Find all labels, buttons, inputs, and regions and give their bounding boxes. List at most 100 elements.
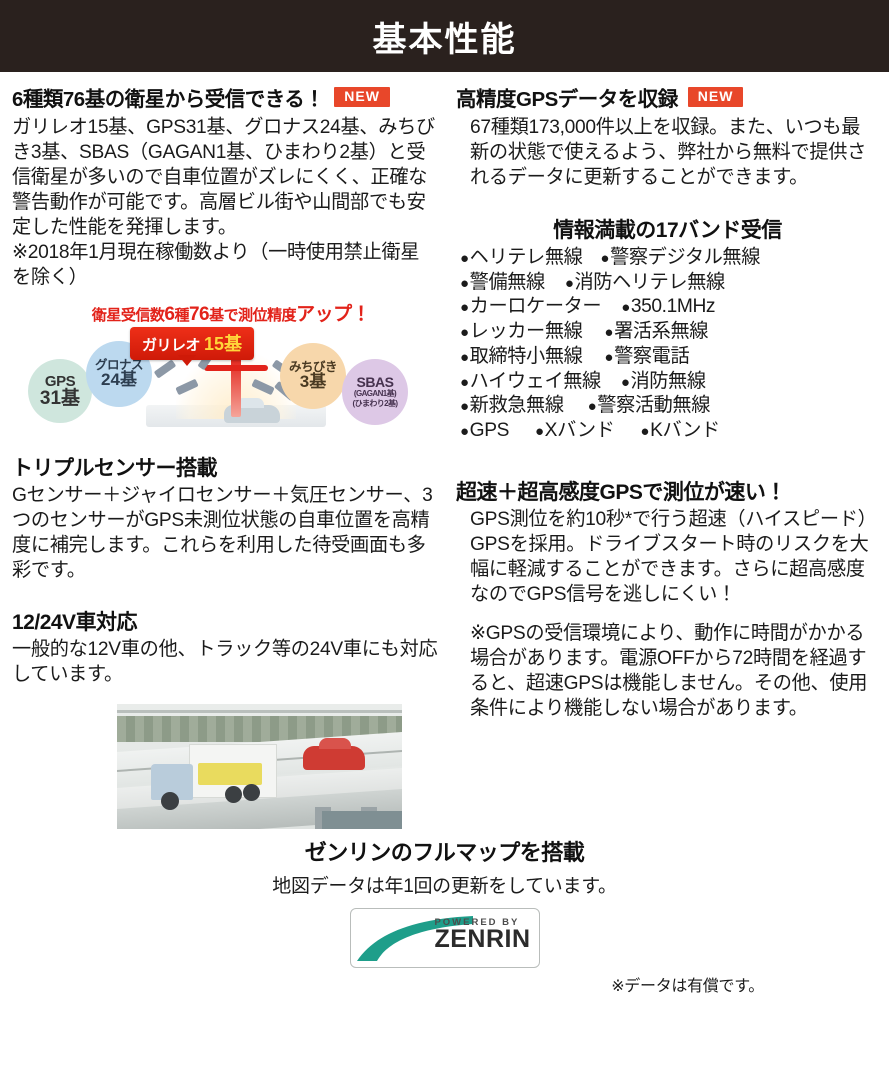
- band-item: ●350.1MHz: [621, 295, 715, 320]
- zenrin-swoosh-icon: [356, 916, 473, 962]
- bullet-icon: ●: [604, 348, 614, 366]
- band-item: ●署活系無線: [604, 320, 708, 345]
- gps-data-section-paragraph: 67種類173,000件以上を収録。また、いつも最新の状態で使えるよう、弊社から…: [470, 117, 867, 188]
- left-column: 6種類76基の衛星から受信できる！ NEW ガリレオ15基、GPS31基、グロナ…: [0, 72, 448, 830]
- band-label: 署活系無線: [614, 321, 709, 343]
- infographic-title-mid2: 基で測位精度: [209, 306, 297, 324]
- band-item: ●Xバンド: [535, 419, 615, 444]
- band-item: ●レッカー無線: [460, 320, 583, 345]
- infographic-title-end: アップ！: [296, 303, 371, 325]
- band-section-heading: 情報満載の17バンド受信: [553, 218, 782, 242]
- band-item: ●消防ヘリテレ無線: [565, 271, 725, 296]
- band-item: ●GPS: [460, 419, 509, 444]
- photo-red-car: [303, 738, 365, 771]
- zenrin-footer-note: ※データは有償です。: [611, 978, 764, 996]
- bullet-icon: ●: [460, 274, 469, 292]
- photo-truck-wheel: [243, 784, 260, 802]
- band-item: ●Kバンド: [640, 419, 720, 444]
- voltage-paragraph: 一般的な12V車の他、トラック等の24V車にも対応しています。: [12, 639, 438, 686]
- photo-water: [322, 811, 402, 830]
- fast-gps-note: ※GPSの受信環境により、動作に時間がかかる場合があります。電源OFFから72時…: [470, 622, 868, 719]
- gps-data-section-heading: 高精度GPSデータを収録: [456, 88, 678, 111]
- band-item: ●ハイウェイ無線: [460, 370, 601, 395]
- bullet-icon: ●: [621, 299, 630, 317]
- photo-guardrail: [117, 710, 402, 714]
- satellite-infographic: 衛星受信数6種76基で測位精度アップ！ GPS 31基: [26, 299, 436, 429]
- triple-sensor-heading: トリプルセンサー搭載: [12, 456, 218, 480]
- band-label: ハイウェイ無線: [469, 370, 602, 392]
- satellite-icon: [153, 359, 177, 379]
- band-item: ●新救急無線: [460, 394, 564, 419]
- band-label: 消防無線: [630, 370, 706, 392]
- antenna-arm-icon: [204, 364, 268, 371]
- page-header: 基本性能: [0, 0, 889, 72]
- band-row: ●GPS ●Xバンド ●Kバンド: [460, 419, 879, 444]
- band-row: ●取締特小無線 ●警察電話: [460, 345, 879, 370]
- galileo-banner-tail-icon: [178, 354, 196, 366]
- band-label: Kバンド: [650, 420, 720, 442]
- satellite-section-note: ※2018年1月現在稼働数より（一時使用禁止衛星を除く）: [12, 241, 420, 288]
- bubble-glonass-name: グロナス: [94, 357, 144, 372]
- band-label: Xバンド: [544, 420, 615, 442]
- galileo-count: 15基: [204, 333, 243, 354]
- bullet-icon: ●: [620, 373, 630, 391]
- bullet-icon: ●: [640, 423, 650, 441]
- satellite-section-heading: 6種類76基の衛星から受信できる！: [12, 88, 325, 111]
- band-label: 警察電話: [614, 345, 690, 367]
- bubble-sbas-name: SBAS: [356, 373, 394, 390]
- highway-truck-photo: [117, 704, 402, 830]
- band-row: ●警備無線 ●消防ヘリテレ無線: [460, 271, 879, 296]
- triple-sensor-paragraph: Gセンサー＋ジャイロセンサー＋気圧センサー、3つのセンサーがGPS未測位状態の自…: [12, 484, 433, 581]
- band-item: ●カーロケーター: [460, 295, 602, 320]
- band-row: ●ハイウェイ無線 ●消防無線: [460, 370, 879, 395]
- bubble-michibiki-name: みちびき: [288, 359, 338, 374]
- band-label: レッカー無線: [469, 321, 583, 343]
- bullet-icon: ●: [460, 373, 469, 391]
- new-badge-satellite: NEW: [334, 86, 390, 108]
- zenrin-brand-name: ZENRIN: [434, 925, 531, 954]
- band-item: ●取締特小無線: [460, 345, 583, 370]
- band-label: 警備無線: [469, 271, 546, 293]
- band-row: ●レッカー無線 ●署活系無線: [460, 320, 879, 345]
- band-list: ●ヘリテレ無線 ●警察デジタル無線 ●警備無線 ●消防ヘリテレ無線 ●カーロケー…: [460, 246, 879, 444]
- photo-truck-wheel: [161, 792, 179, 811]
- bubble-sbas-sub1: (GAGAN1基): [353, 388, 397, 398]
- zenrin-footer-subtitle: 地図データは年1回の更新をしています。: [272, 876, 617, 898]
- satellite-section-header: 6種類76基の衛星から受信できる！ NEW: [12, 82, 438, 112]
- band-row: ●新救急無線 ●警察活動無線: [460, 394, 879, 419]
- new-badge-gps-data: NEW: [687, 86, 744, 108]
- antenna-tower-icon: [231, 356, 241, 417]
- infographic-title-big2: 76: [188, 303, 210, 325]
- bubble-michibiki-count: 3基: [299, 372, 327, 392]
- voltage-heading: 12/24V車対応: [12, 611, 138, 635]
- zenrin-logo-text: POWERED BY ZENRIN: [434, 917, 530, 952]
- bullet-icon: ●: [460, 423, 469, 441]
- band-row: ●カーロケーター ●350.1MHz: [460, 295, 879, 320]
- band-label: 350.1MHz: [630, 296, 716, 318]
- satellite-section-paragraph: ガリレオ15基、GPS31基、グロナス24基、みちびき3基、SBAS（GAGAN…: [12, 117, 435, 238]
- infographic-title-big1: 6: [164, 303, 175, 325]
- band-row: ●ヘリテレ無線 ●警察デジタル無線: [460, 246, 879, 271]
- bullet-icon: ●: [587, 398, 597, 416]
- band-label: 警察活動無線: [597, 395, 711, 417]
- content-area: 6種類76基の衛星から受信できる！ NEW ガリレオ15基、GPS31基、グロナ…: [0, 72, 889, 830]
- band-item: ●警備無線: [460, 271, 545, 296]
- bullet-icon: ●: [564, 274, 574, 292]
- fast-gps-heading: 超速＋超高感度GPSで測位が速い！: [456, 480, 786, 504]
- band-label: GPS: [469, 420, 510, 442]
- galileo-name: ガリレオ: [142, 336, 201, 354]
- bubble-glonass-count: 24基: [101, 370, 137, 390]
- fast-gps-paragraph: GPS測位を約10秒*で行う超速（ハイスピード）GPSを採用。ドライブスタート時…: [470, 508, 877, 605]
- infographic-title-mid1: 種: [174, 306, 189, 324]
- bubble-sbas-sub2: (ひまわり2基): [352, 398, 399, 408]
- zenrin-footer: ゼンリンのフルマップを搭載 地図データは年1回の更新をしています。 POWERE…: [0, 835, 889, 996]
- bubble-gps-count: 31基: [39, 387, 81, 409]
- infographic-title: 衛星受信数6種76基で測位精度アップ！: [26, 299, 436, 326]
- bubble-gps: GPS 31基: [28, 358, 92, 423]
- page-title: 基本性能: [372, 20, 517, 59]
- band-item: ●警察活動無線: [587, 394, 711, 419]
- bullet-icon: ●: [460, 249, 469, 267]
- bubble-sbas: SBAS (GAGAN1基) (ひまわり2基): [342, 358, 408, 425]
- band-label: 新救急無線: [469, 395, 564, 417]
